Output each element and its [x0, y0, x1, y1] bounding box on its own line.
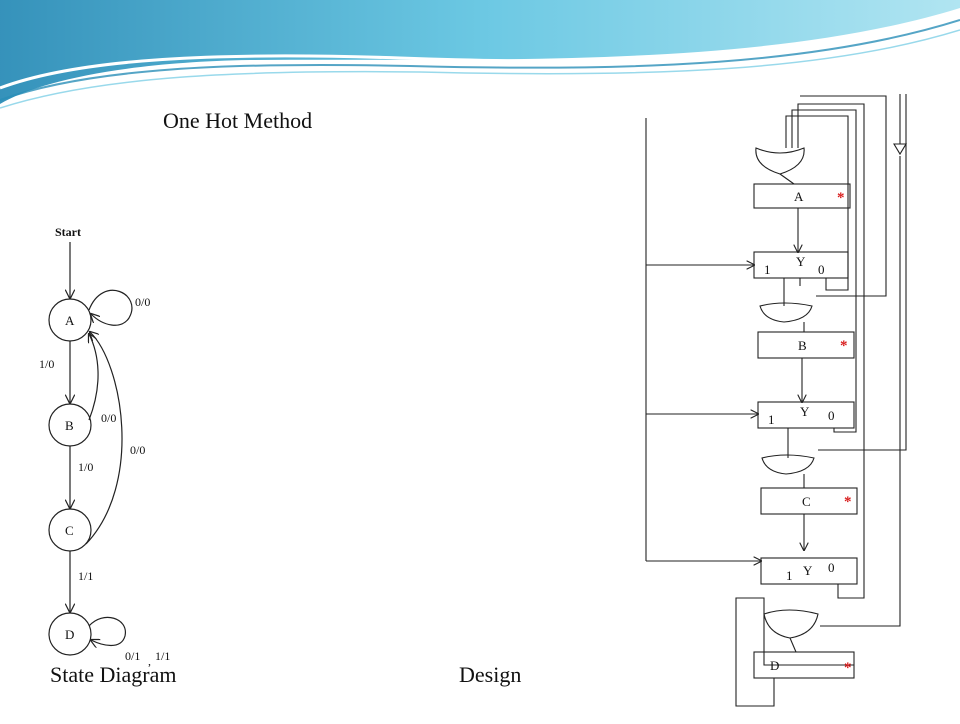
decision-3 [760, 557, 858, 585]
loop-to-and-c [818, 94, 907, 451]
edge-a-self [88, 289, 133, 326]
and-gate-b [759, 302, 813, 323]
inverter [893, 94, 907, 156]
loop-to-and-b [800, 95, 887, 297]
d-self-loop [735, 597, 854, 707]
decision-2-false: 0 [828, 408, 835, 423]
edge-b-a [89, 334, 99, 421]
label-b-a: 0/0 [101, 411, 116, 425]
label-c-d: 1/1 [78, 569, 93, 583]
flipflop-a-label: A [794, 189, 804, 204]
decision-1-false: 0 [818, 262, 825, 277]
flipflop-c [760, 487, 858, 515]
label-b-c: 1/0 [78, 460, 93, 474]
loop-d3-false [797, 103, 865, 599]
loop-d2-false [791, 109, 857, 433]
gate-a-out [779, 173, 795, 185]
decision-2-y: Y [800, 404, 810, 419]
decision-1-y: Y [796, 254, 806, 269]
decision-2 [757, 401, 855, 429]
flipflop-b-label: B [798, 338, 807, 353]
flipflop-c-label: C [802, 494, 811, 509]
flipflop-b [757, 331, 855, 359]
label-a-self: 0/0 [135, 295, 150, 309]
slide-title: One Hot Method [163, 108, 313, 133]
state-diagram-panel: Start A B C D 0/0 1/0 0/0 1/0 0/0 1/1 0/… [33, 214, 177, 668]
state-d-label: D [65, 627, 74, 642]
flipflop-d-marker: * [844, 660, 852, 676]
flipflop-c-marker: * [844, 494, 852, 510]
design-panel: A B C D Y 1 0 Y 1 0 Y 1 0 * * * * [624, 86, 936, 720]
and-gate-c [761, 454, 815, 475]
decision-3-true: 1 [786, 568, 793, 583]
label-a-b: 1/0 [39, 357, 54, 371]
or-gate-a [755, 147, 805, 175]
flipflop-b-marker: * [840, 338, 848, 354]
label-d-sep: , [148, 654, 151, 668]
header-wave-banner [0, 0, 960, 109]
decision-3-y: Y [803, 563, 813, 578]
state-diagram: Start A B C D 0/0 1/0 0/0 1/0 0/0 1/1 0/… [39, 225, 170, 668]
edge-d-self [88, 616, 126, 645]
or-gate-d [763, 609, 819, 639]
state-c-label: C [65, 523, 74, 538]
label-c-a: 0/0 [130, 443, 145, 457]
decision-2-true: 1 [768, 412, 775, 427]
loop-d1-false [785, 115, 849, 291]
inverter-to-gate-d [820, 156, 901, 627]
start-label: Start [55, 225, 81, 239]
label-d-self-0: 0/1 [125, 649, 140, 663]
state-diagram-caption: State Diagram [50, 662, 177, 687]
flipflop-a-marker: * [837, 190, 845, 206]
decision-1-true: 1 [764, 262, 771, 277]
state-a-label: A [65, 313, 75, 328]
decision-3-false: 0 [828, 560, 835, 575]
label-d-self-1: 1/1 [155, 649, 170, 663]
edge-c-a [85, 332, 123, 545]
flipflop-d-label: D [770, 658, 779, 673]
state-b-label: B [65, 418, 74, 433]
gate-d-out [789, 637, 797, 653]
flipflop-a [753, 183, 851, 209]
design-caption: Design [459, 662, 522, 687]
design-diagram: A B C D Y 1 0 Y 1 0 Y 1 0 * * * * [645, 94, 907, 707]
